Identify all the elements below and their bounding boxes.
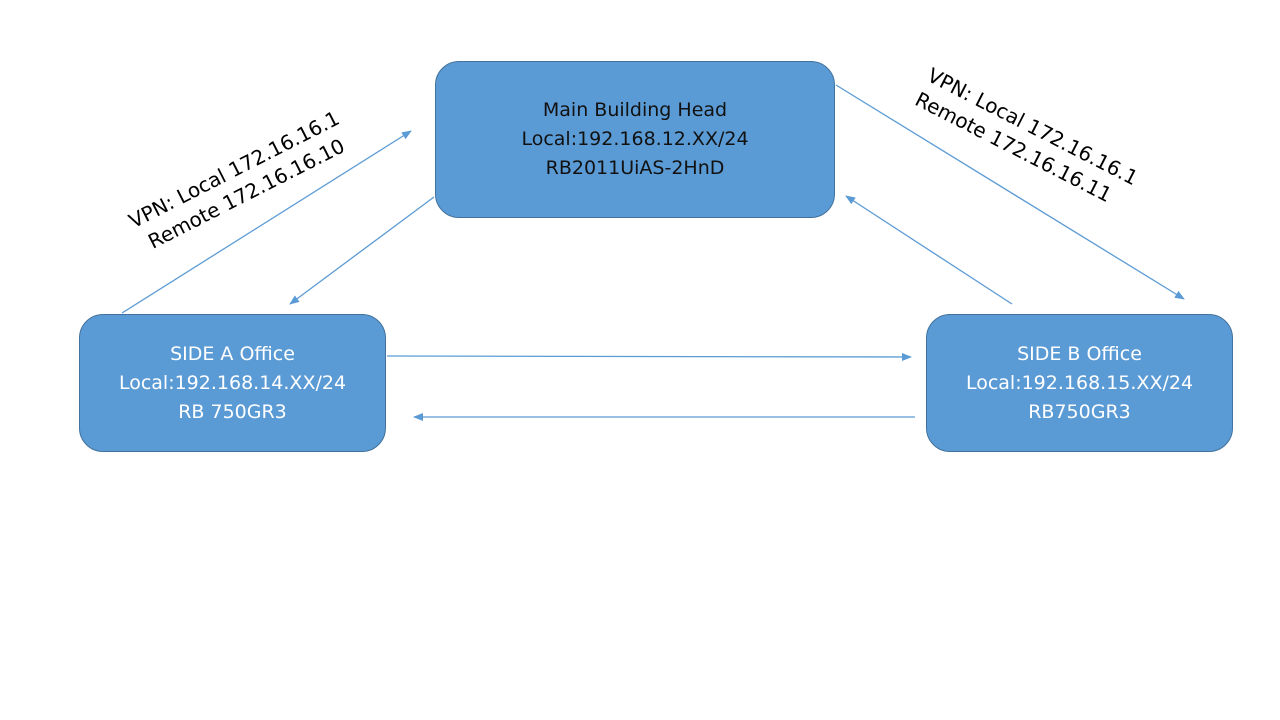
node-main-device: RB2011UiAS-2HnD: [545, 157, 725, 179]
node-side-b-device: RB750GR3: [1028, 400, 1131, 423]
arrow-side-a-to-side-b: [386, 352, 912, 361]
node-side-a-title: SIDE A Office: [170, 342, 295, 365]
node-side-b-title: SIDE B Office: [1017, 342, 1142, 365]
node-side-b-network: Local:192.168.15.XX/24: [965, 371, 1194, 394]
arrow-side-b-to-main: [845, 195, 1013, 305]
arrow-side-a-to-main: [121, 130, 412, 314]
node-side-b-office: SIDE B Office Local:192.168.15.XX/24 RB7…: [926, 314, 1233, 452]
node-main-title: Main Building Head: [542, 99, 728, 121]
node-side-a-device: RB 750GR3: [178, 400, 287, 423]
node-side-a-office: SIDE A Office Local:192.168.14.XX/24 RB …: [79, 314, 386, 452]
arrow-main-to-side-b: [835, 84, 1185, 300]
node-main-network: Local:192.168.12.XX/24: [521, 128, 749, 150]
node-side-a-network: Local:192.168.14.XX/24: [118, 371, 347, 394]
node-main-building: Main Building Head Local:192.168.12.XX/2…: [435, 61, 835, 218]
arrow-main-to-side-a: [289, 196, 435, 305]
